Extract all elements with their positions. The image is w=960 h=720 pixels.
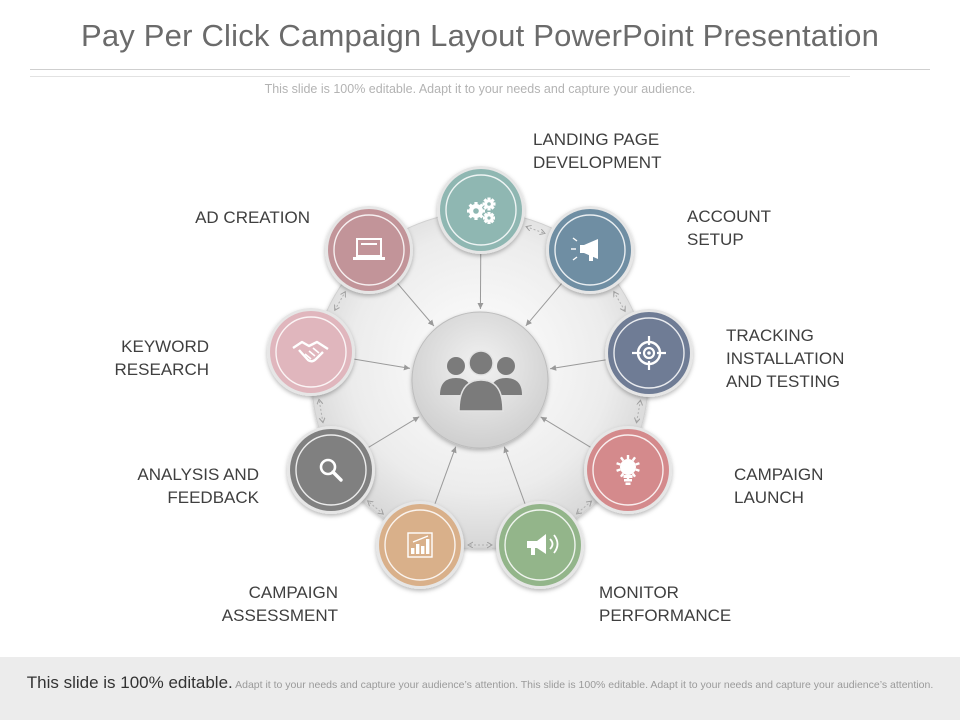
bar-chart-icon xyxy=(407,532,433,558)
label-launch: CAMPAIGN LAUNCH xyxy=(734,465,824,507)
link-launch xyxy=(577,501,592,514)
megaphone-icon xyxy=(571,237,598,261)
spoke-adcreation xyxy=(396,282,435,327)
spoke-assessment xyxy=(434,446,457,505)
link-keyword xyxy=(335,292,346,311)
target-icon xyxy=(632,336,666,370)
node-links xyxy=(319,227,640,545)
laptop-icon xyxy=(353,238,385,260)
node-tracking xyxy=(605,309,693,397)
slide-subtitle: This slide is 100% editable. Adapt it to… xyxy=(264,82,696,96)
label-monitor: MONITOR PERFORMANCE xyxy=(599,583,732,625)
cycle-nodes xyxy=(267,166,693,589)
magnifier-icon xyxy=(319,458,343,482)
footer-text: This slide is 100% editable. Adapt it to… xyxy=(18,673,942,692)
spoke-launch xyxy=(540,416,592,449)
label-landing: LANDING PAGE DEVELOPMENT xyxy=(533,130,662,172)
label-adcreation: AD CREATION xyxy=(195,208,310,227)
footer-small-text: Adapt it to your needs and capture your … xyxy=(232,679,934,691)
gears-icon xyxy=(467,197,496,224)
footer-bold-text: This slide is 100% editable. xyxy=(26,673,233,692)
label-account: ACCOUNT SETUP xyxy=(687,207,772,249)
lightbulb-icon xyxy=(616,455,640,485)
spoke-monitor xyxy=(503,446,526,505)
node-analysis xyxy=(287,426,375,514)
label-tracking: TRACKING INSTALLATION AND TESTING xyxy=(726,326,845,391)
node-assessment xyxy=(376,501,464,589)
node-account xyxy=(546,206,634,294)
node-monitor xyxy=(496,501,584,589)
spoke-tracking xyxy=(550,359,607,371)
label-assessment: CAMPAIGN ASSESSMENT xyxy=(221,583,338,625)
title-divider-secondary xyxy=(30,76,850,77)
team-people-icon xyxy=(440,350,522,412)
label-keyword: KEYWORD RESEARCH xyxy=(114,337,209,379)
node-keyword xyxy=(267,308,355,396)
slide-title: Pay Per Click Campaign Layout PowerPoint… xyxy=(80,18,880,53)
title-divider xyxy=(30,69,930,70)
link-assessment xyxy=(368,501,384,514)
center-hub xyxy=(411,311,549,449)
handshake-icon xyxy=(292,340,329,363)
link-landing xyxy=(526,227,545,234)
footer-bar: This slide is 100% editable. Adapt it to… xyxy=(0,657,960,720)
spoke-keyword xyxy=(353,358,411,371)
spoke-account xyxy=(525,282,563,327)
loudspeaker-icon xyxy=(527,534,559,555)
node-adcreation xyxy=(325,206,413,294)
label-analysis: ANALYSIS AND FEEDBACK xyxy=(137,465,259,507)
spokes xyxy=(353,252,607,505)
node-landing xyxy=(437,166,525,254)
spoke-analysis xyxy=(367,416,420,449)
node-launch xyxy=(584,426,672,514)
